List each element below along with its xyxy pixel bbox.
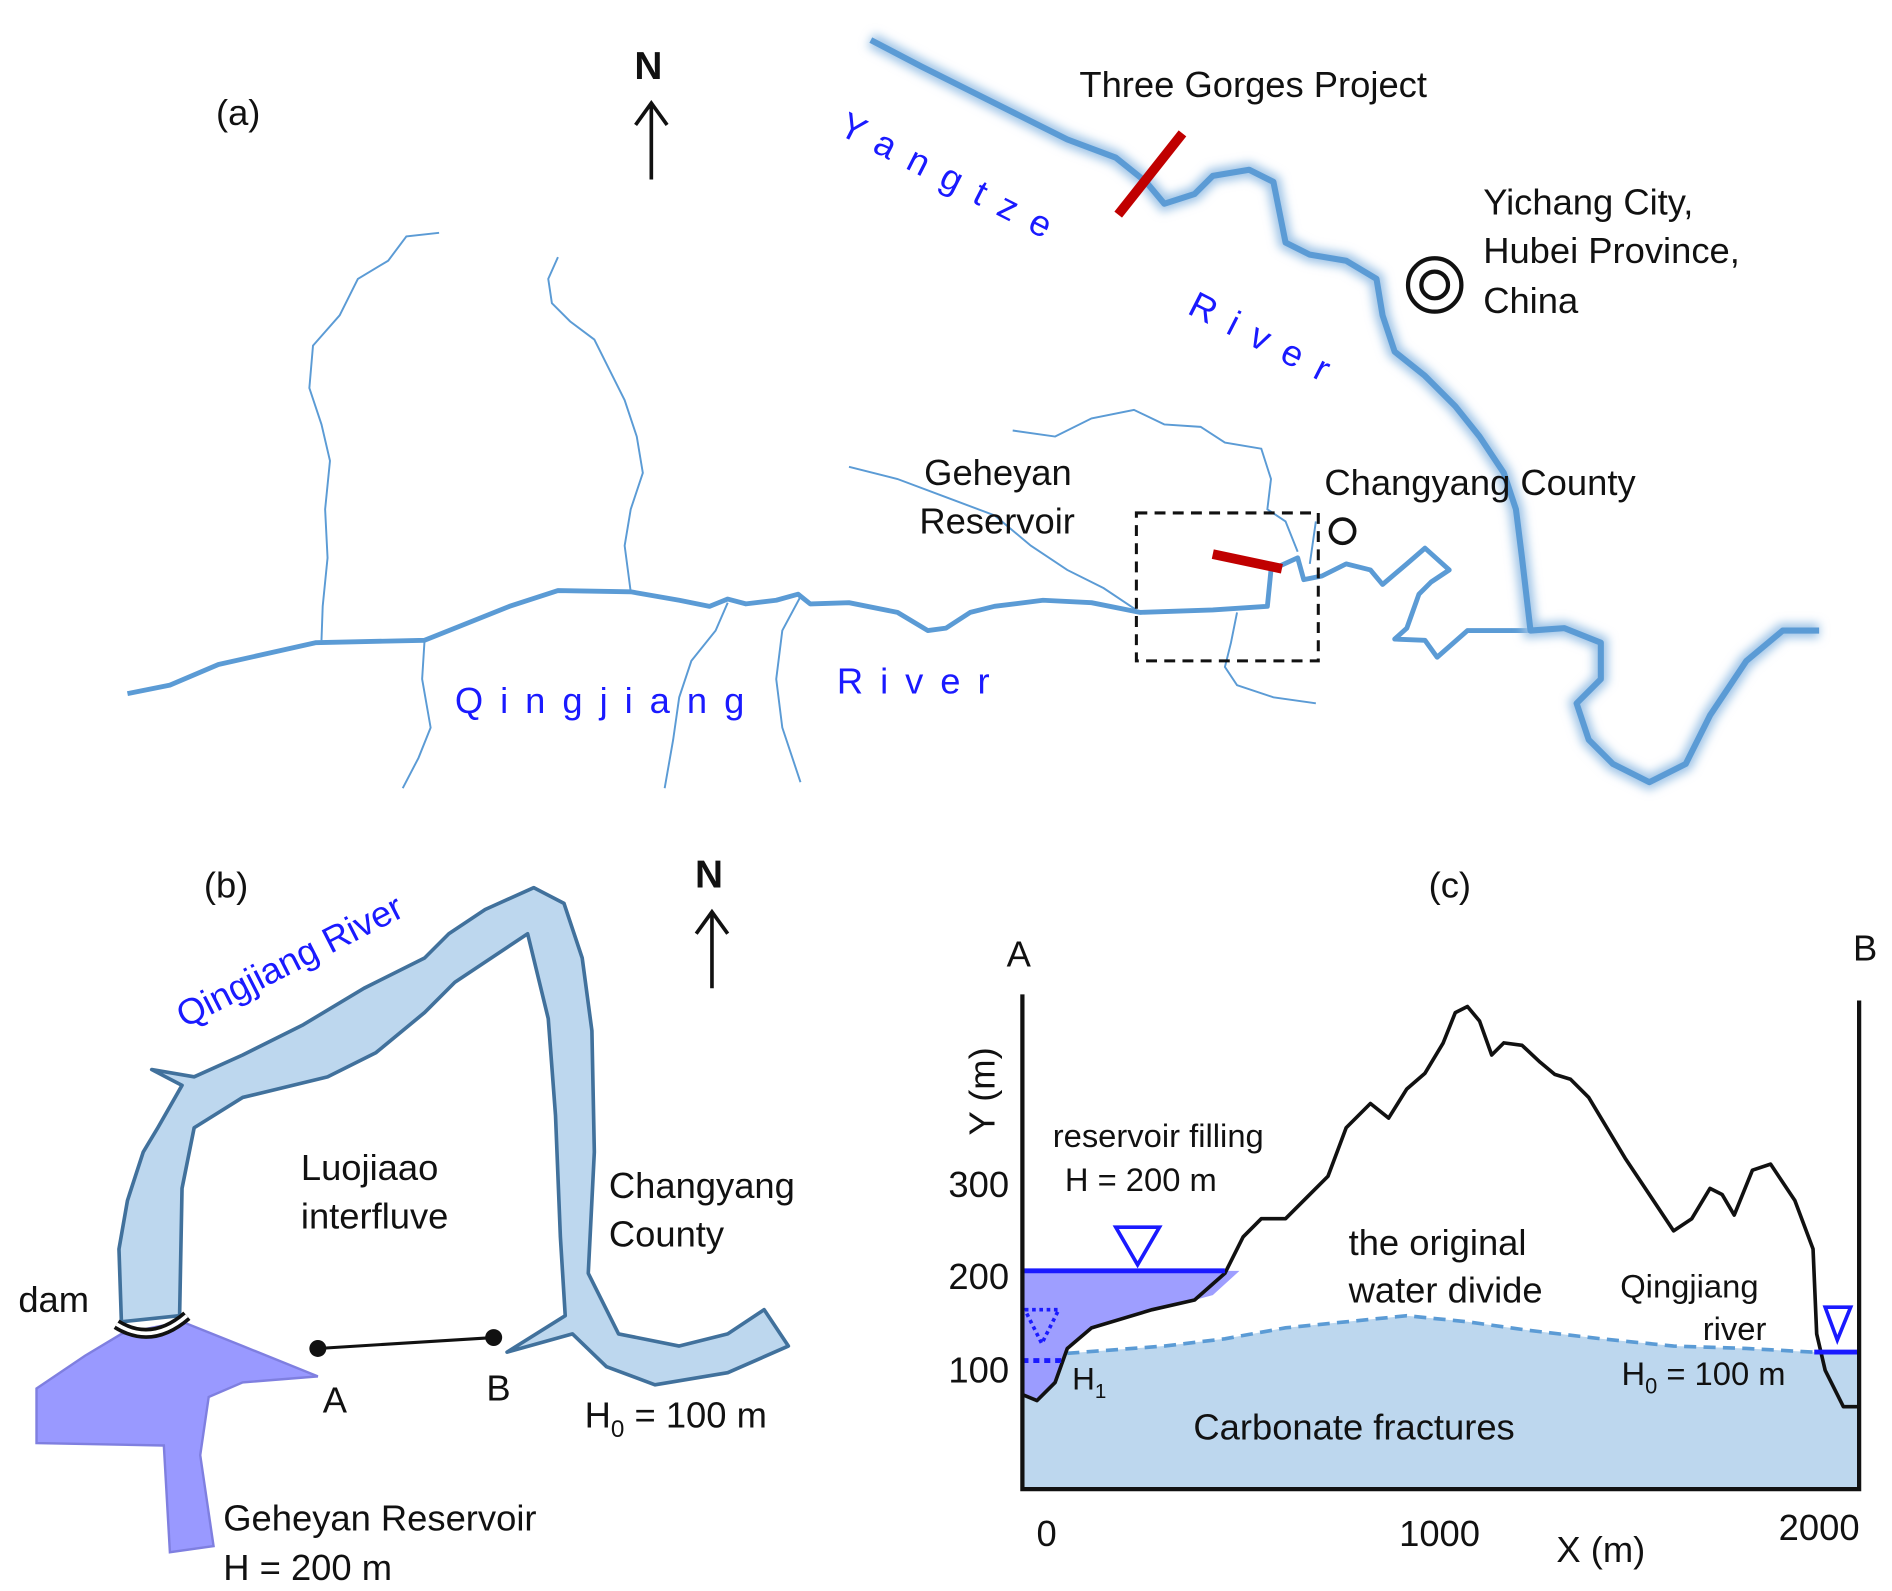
yichang-label-3: China (1483, 280, 1579, 321)
panel-c-label: (c) (1429, 864, 1471, 905)
point-b-marker (485, 1329, 503, 1347)
y-tick-100: 100 (948, 1349, 1009, 1390)
qingjiang-label-1: Qingjiang (455, 680, 761, 721)
three-gorges-dam-marker (1114, 130, 1187, 218)
aquifer-area (1022, 1315, 1860, 1490)
x-tick-0: 0 (1037, 1513, 1057, 1554)
yichang-city-icon (1405, 256, 1464, 314)
reservoir-filling-label-1: reservoir filling (1053, 1117, 1264, 1154)
interfluve-label-2: interfluve (301, 1195, 449, 1236)
section-b-label: B (1853, 927, 1877, 968)
reservoir-label-1: Geheyan Reservoir (223, 1497, 536, 1538)
section-frame (1020, 994, 1862, 1492)
point-a-marker (309, 1339, 327, 1357)
yichang-label-1: Yichang City, (1483, 182, 1693, 223)
three-gorges-label: Three Gorges Project (1079, 64, 1427, 105)
y-tick-300: 300 (948, 1164, 1009, 1205)
yichang-label-2: Hubei Province, (1483, 230, 1740, 271)
changyang-town-icon (1328, 517, 1357, 546)
x-axis-label: X (m) (1556, 1529, 1645, 1570)
panel-b-map: (b) N Qingjiang River Luojiaao interfluv… (18, 854, 795, 1588)
x-tick-1000: 1000 (1399, 1513, 1480, 1554)
panel-a-label: (a) (216, 92, 260, 133)
point-b-label: B (486, 1368, 510, 1409)
panel-c-cross-section: (c) A B Y (m) 300 200 100 0 1000 2000 X … (948, 864, 1877, 1570)
interfluve-label-1: Luojiaao (301, 1147, 438, 1188)
north-arrow-icon: N (694, 854, 730, 989)
original-water-table-line (1067, 1313, 1814, 1356)
y-tick-200: 200 (948, 1256, 1009, 1297)
tributaries (308, 231, 1317, 789)
north-label: N (634, 45, 662, 88)
section-line-ab (317, 1336, 494, 1350)
yangtze-label-2: River (1182, 283, 1352, 397)
water-divide-label-1: the original (1349, 1222, 1527, 1263)
geheyan-dam-marker (1211, 549, 1283, 574)
north-label: N (695, 854, 723, 897)
panel-b-label: (b) (204, 864, 248, 905)
carbonate-fractures-label: Carbonate fractures (1193, 1406, 1514, 1447)
geheyan-label-1: Geheyan (924, 452, 1072, 493)
geheyan-label-2: Reservoir (919, 501, 1075, 542)
point-a-label: A (323, 1380, 348, 1421)
county-label-1: Changyang (609, 1165, 795, 1206)
reservoir-label-2: H = 200 m (223, 1547, 392, 1588)
initial-level-triangle-icon (1021, 1307, 1062, 1348)
section-a-label: A (1007, 933, 1032, 974)
h0-label: H0 = 100 m (1621, 1355, 1785, 1398)
qingjiang-river-area (117, 885, 791, 1387)
h1-label: H1 (1072, 1361, 1106, 1403)
north-arrow-icon: N (634, 45, 669, 180)
river-level-triangle-icon (1822, 1305, 1854, 1346)
county-label-2: County (609, 1214, 725, 1255)
qingjiang-label-2: River (837, 661, 1007, 702)
h0-label: H0 = 100 m (585, 1394, 767, 1443)
water-divide-label-2: water divide (1348, 1269, 1543, 1310)
qingjiang-river-label-1: Qingjiang (1620, 1268, 1758, 1305)
reservoir-filling-label-2: H = 200 m (1065, 1161, 1217, 1198)
reservoir-water-area (1022, 1270, 1240, 1401)
qingjiang-river-label-2: river (1703, 1310, 1767, 1347)
dam-label: dam (18, 1279, 89, 1320)
changyang-label: Changyang County (1324, 462, 1636, 503)
qingjiang-river-line (126, 545, 1531, 697)
water-level-triangle-icon (1112, 1225, 1163, 1269)
x-tick-2000: 2000 (1779, 1507, 1860, 1548)
yangtze-river-line (869, 37, 1820, 786)
panel-a-map: (a) N Three Go (126, 33, 1820, 791)
y-axis-label: Y (m) (962, 1047, 1003, 1135)
